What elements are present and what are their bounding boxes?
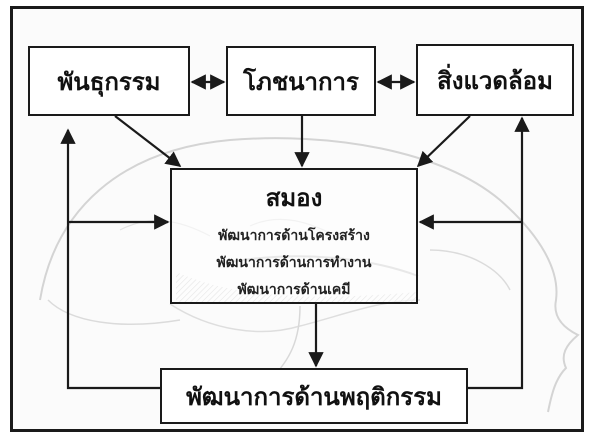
brain-item-structure: พัฒนาการด้านโครงสร้าง (218, 228, 370, 244)
behavior-to-environment-arrow (468, 116, 530, 390)
behavior-box: พัฒนาการด้านพฤติกรรม (160, 368, 468, 424)
nutrition-box: โภชนาการ (226, 46, 376, 116)
brain-title: สมอง (265, 183, 323, 212)
environment-label: สิ่งแวดล้อม (437, 65, 553, 95)
behavior-to-genetics-arrow (60, 128, 160, 390)
environment-to-brain-arrow (416, 115, 471, 168)
environment-box: สิ่งแวดล้อม (416, 44, 574, 116)
genetics-label: พันธุกรรม (57, 66, 161, 96)
brain-item-chemistry: พัฒนาการด้านเคมี (237, 282, 351, 298)
genetics-to-brain-arrow (114, 115, 182, 167)
behavior-label: พัฒนาการด้านพฤติกรรม (186, 381, 442, 411)
connectors (60, 74, 530, 390)
brain-item-function: พัฒนาการด้านการทำงาน (216, 255, 372, 271)
nutrition-label: โภชนาการ (243, 66, 359, 96)
brain-box: สมอง พัฒนาการด้านโครงสร้าง พัฒนาการด้านก… (170, 168, 418, 304)
genetics-box: พันธุกรรม (28, 46, 190, 116)
